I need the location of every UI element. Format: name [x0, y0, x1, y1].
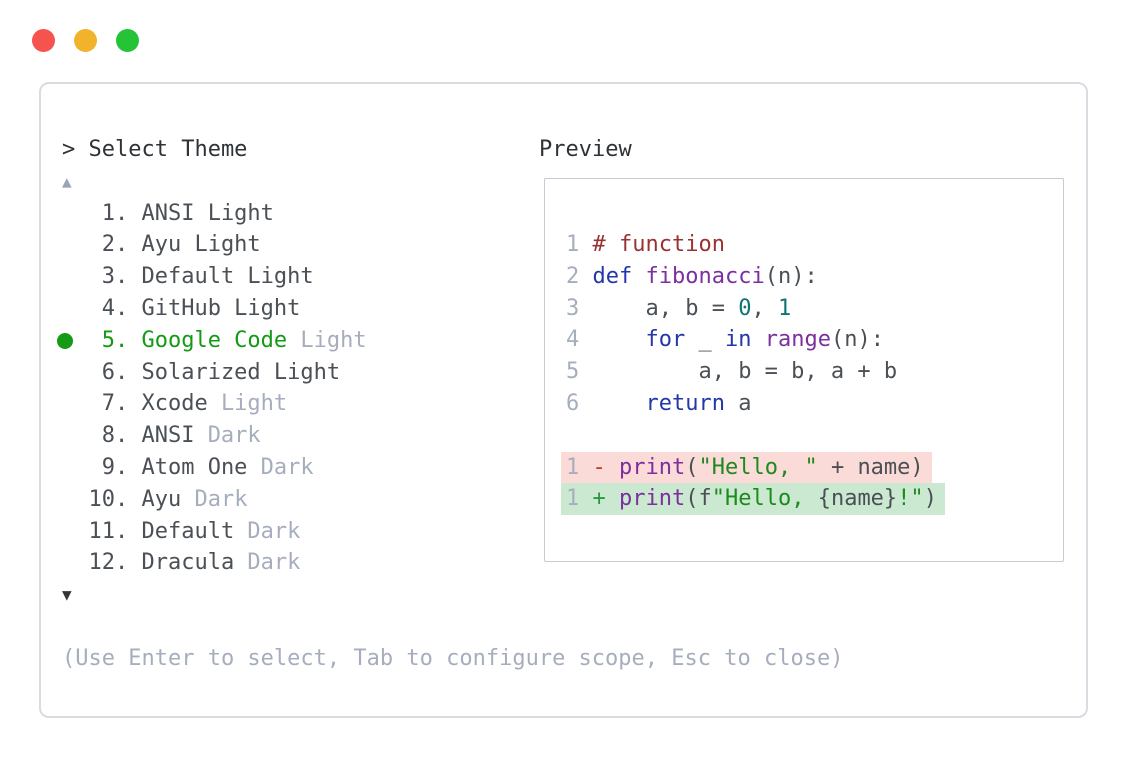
theme-list-item-2[interactable]: 2. Ayu Light [62, 229, 532, 261]
item-number: 2. [101, 232, 129, 258]
theme-list-item-5[interactable]: 5. Google Code Light [57, 325, 532, 357]
code-line-5: 5 a, b = b, a + b [566, 359, 898, 385]
traffic-light-zoom-button[interactable] [116, 29, 139, 52]
palette-prompt: > Select Theme [62, 137, 248, 162]
theme-list-item-12[interactable]: 12. Dracula Dark [62, 547, 532, 579]
spacer-row [62, 611, 532, 643]
item-variant: Dark [247, 550, 301, 576]
item-name: Google Code [141, 327, 288, 353]
theme-list-item-11[interactable]: 11. Default Dark [62, 516, 532, 548]
theme-list-item-10[interactable]: 10. Ayu Dark [62, 484, 532, 516]
traffic-light-minimize-button[interactable] [74, 29, 97, 52]
item-name: Ayu [141, 486, 182, 512]
item-name: ANSI Light [141, 200, 274, 226]
item-number: 3. [101, 264, 129, 290]
item-variant: Dark [247, 518, 301, 544]
item-number: 9. [101, 454, 129, 480]
item-number: 4. [101, 295, 129, 321]
theme-list-item-6[interactable]: 6. Solarized Light [62, 357, 532, 389]
code-blank-line [545, 420, 1063, 452]
code-line-1: 1 # function [566, 232, 725, 257]
theme-list-item-9[interactable]: 9. Atom One Dark [62, 452, 532, 484]
theme-list-item-1[interactable]: 1. ANSI Light [62, 198, 532, 230]
item-variant: Light [300, 327, 367, 353]
theme-list-item-4[interactable]: 4. GitHub Light [62, 293, 532, 325]
item-variant: Light [220, 391, 288, 417]
scroll-down-indicator[interactable]: ▼ [62, 585, 72, 605]
item-variant: Dark [260, 454, 314, 480]
item-variant: Dark [194, 486, 248, 512]
window-controls [32, 29, 139, 52]
preview-pane: 1 # function 2 def fibonacci(n): 3 a, b = … [544, 178, 1064, 562]
code-line-2: 2 def fibonacci(n): [566, 263, 818, 289]
item-name: Dracula [141, 550, 235, 576]
item-name: Ayu Light [141, 232, 261, 258]
code-preview: 1 # function 2 def fibonacci(n): 3 a, b = … [545, 229, 1063, 516]
code-line-4: 4 for _ in range(n): [566, 327, 884, 353]
line-number: 1 [566, 232, 580, 257]
diff-line-added: 1 + print(f"Hello, {name}!") [545, 483, 1063, 516]
item-number: 7. [101, 391, 129, 417]
line-number: 3 [566, 295, 580, 321]
preview-title: Preview [539, 137, 632, 162]
item-name: Solarized Light [141, 359, 341, 385]
item-variant: Dark [207, 423, 261, 449]
item-name: GitHub Light [141, 295, 301, 321]
usage-hint: (Use Enter to select, Tab to configure s… [62, 645, 844, 671]
item-number: 11. [88, 518, 129, 544]
item-number: 6. [101, 359, 129, 385]
item-name: Default Light [141, 264, 314, 290]
selected-bullet-icon [57, 332, 73, 349]
theme-list-item-3[interactable]: 3. Default Light [62, 261, 532, 293]
theme-list-item-8[interactable]: 8. ANSI Dark [62, 420, 532, 452]
item-number: 8. [101, 423, 129, 449]
item-name: Default [141, 518, 235, 544]
diff-line-removed: 1 - print("Hello, " + name) [545, 451, 1063, 484]
line-number: 5 [566, 359, 580, 385]
item-name: ANSI [141, 423, 195, 449]
code-line-3: 3 a, b = 0, 1 [566, 295, 792, 321]
line-number: 6 [566, 390, 580, 416]
item-name: Xcode [141, 391, 208, 417]
item-name: Atom One [141, 454, 248, 480]
code-line-6: 6 return a [566, 390, 752, 416]
line-number: 2 [566, 263, 580, 289]
traffic-light-close-button[interactable] [32, 29, 55, 52]
line-number: 4 [566, 327, 580, 353]
item-number: 12. [88, 550, 129, 576]
item-number: 1. [101, 200, 129, 226]
item-number: 10. [88, 486, 129, 512]
item-number: 5. [101, 327, 129, 353]
line-number: 1 [566, 486, 580, 512]
theme-list-item-7[interactable]: 7. Xcode Light [62, 388, 532, 420]
line-number: 1 [566, 454, 580, 480]
scroll-up-indicator[interactable]: ▲ [62, 171, 72, 191]
